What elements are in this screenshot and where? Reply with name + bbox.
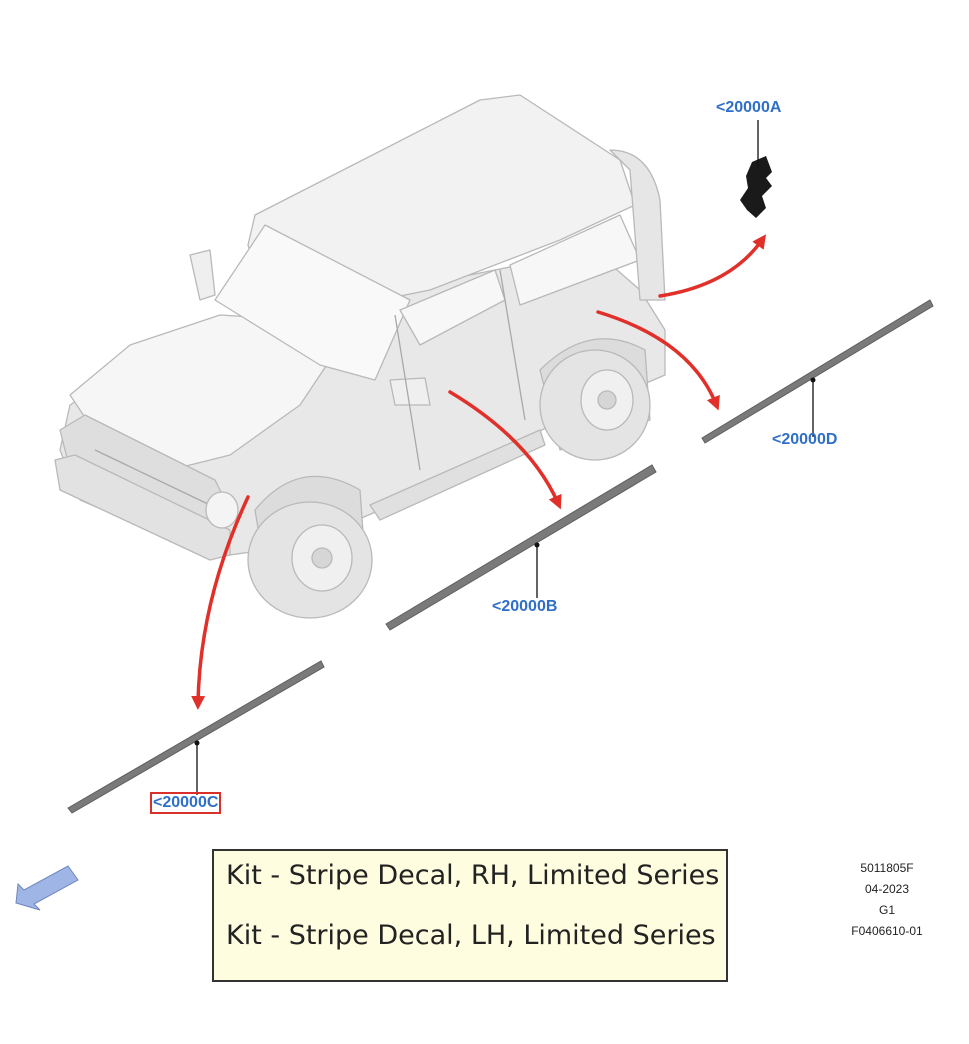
title-line-rh: Kit - Stripe Decal, RH, Limited Series (226, 860, 720, 891)
callout-20000d[interactable]: <20000D (772, 431, 838, 448)
emblem-part (740, 120, 772, 218)
location-arrow-d (596, 310, 720, 411)
stripe-decal-b (385, 464, 657, 631)
location-arrow-a (658, 234, 767, 298)
figure-metadata: 5011805F 04-2023 G1 F0406610-01 (832, 858, 942, 942)
stripe-decal-d (701, 299, 934, 444)
meta-grade: G1 (878, 903, 895, 917)
title-line-lh: Kit - Stripe Decal, LH, Limited Series (226, 920, 716, 951)
meta-figure-id: F0406610-01 (851, 924, 923, 938)
vehicle-illustration (54, 94, 666, 619)
location-arrow-c (191, 495, 250, 710)
meta-code: 5011805F (860, 861, 914, 875)
view-direction-arrow-icon[interactable] (15, 865, 79, 911)
meta-date: 04-2023 (864, 882, 910, 896)
stripe-decal-c (67, 660, 325, 814)
callout-20000a[interactable]: <20000A (716, 99, 782, 116)
callout-20000c[interactable]: <20000C (150, 792, 222, 814)
parts-title-box: Kit - Stripe Decal, RH, Limited Series K… (212, 849, 728, 982)
location-arrow-b (448, 390, 562, 510)
callout-20000b[interactable]: <20000B (492, 598, 558, 615)
